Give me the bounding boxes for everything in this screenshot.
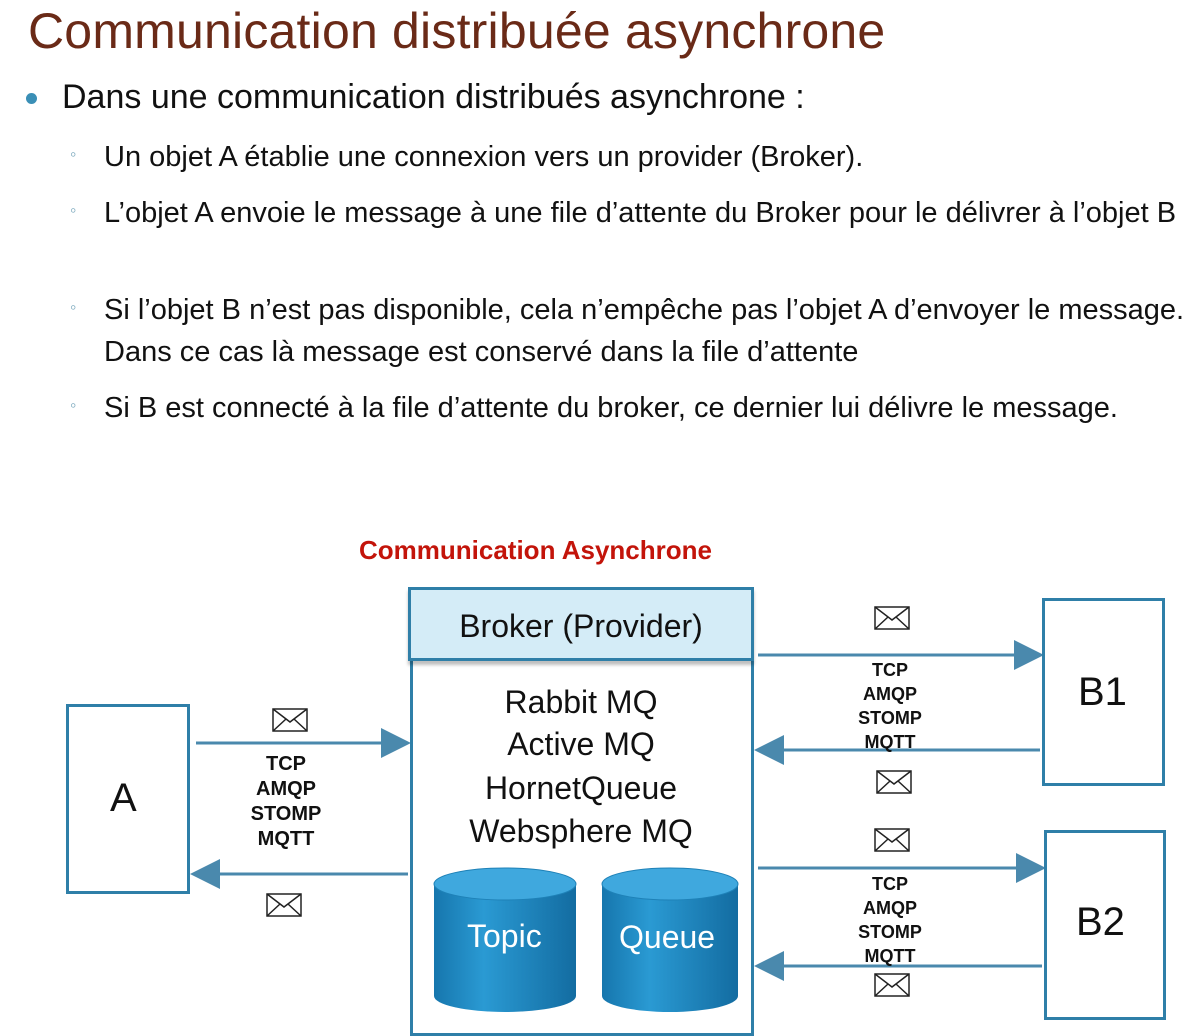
sub-bullet-dot: ◦ [70, 297, 77, 317]
protocol-label: STOMP [250, 803, 322, 825]
bullet-dot [26, 93, 37, 104]
protocol-label: STOMP [858, 922, 922, 942]
protocol-label: AMQP [863, 898, 917, 918]
impl-activemq: Active MQ [507, 726, 655, 762]
slide-title: Communication distribuée asynchrone [28, 3, 886, 59]
node-a-label: A [110, 776, 137, 820]
protocols-a: TCP AMQP STOMP MQTT [236, 752, 336, 852]
node-b1-label: B1 [1078, 670, 1127, 714]
node-a [66, 704, 190, 894]
protocol-label: TCP [872, 660, 908, 680]
sub-item-1: Un objet A établie une connexion vers un… [104, 141, 864, 173]
sub-item-2: L’objet A envoie le message à une file d… [104, 197, 1177, 229]
protocol-label: MQTT [257, 828, 315, 850]
sub-bullet-dot: ◦ [70, 395, 77, 415]
protocols-b1: TCP AMQP STOMP MQTT [840, 658, 940, 754]
sub-item-4: Si B est connecté à la file d’attente du… [104, 392, 1118, 424]
envelope-icon [266, 893, 302, 917]
node-b2-label: B2 [1076, 900, 1125, 944]
envelope-icon [876, 770, 912, 794]
queue-cylinder [601, 867, 739, 1012]
broker-header-label: Broker (Provider) [459, 608, 703, 644]
node-b2 [1044, 830, 1166, 1020]
protocol-label: MQTT [864, 732, 916, 752]
protocol-label: AMQP [863, 684, 917, 704]
node-b1 [1042, 598, 1165, 786]
main-bullet: Dans une communication distribués asynch… [62, 78, 805, 116]
envelope-icon [874, 973, 910, 997]
envelope-icon [874, 828, 910, 852]
diagram-title: Communication Asynchrone [359, 535, 712, 565]
protocol-label: MQTT [864, 946, 916, 966]
topic-label: Topic [467, 918, 542, 954]
sub-bullet-dot: ◦ [70, 200, 77, 220]
topic-cylinder [433, 867, 577, 1012]
impl-hornetqueue: HornetQueue [484, 770, 678, 806]
envelope-icon [874, 606, 910, 630]
impl-rabbitmq: Rabbit MQ [504, 684, 658, 720]
envelope-icon [272, 708, 308, 732]
protocols-b2: TCP AMQP STOMP MQTT [840, 872, 940, 968]
sub-item-3: Si l’objet B n’est pas disponible, cela … [104, 294, 1185, 368]
protocol-label: TCP [872, 874, 908, 894]
broker-header: Broker (Provider) [408, 587, 754, 661]
queue-label: Queue [619, 919, 716, 955]
impl-websphere: Websphere MQ [469, 813, 693, 849]
protocol-label: STOMP [858, 708, 922, 728]
protocol-label: AMQP [256, 778, 316, 800]
protocol-label: TCP [266, 753, 306, 775]
sub-bullet-dot: ◦ [70, 144, 77, 164]
